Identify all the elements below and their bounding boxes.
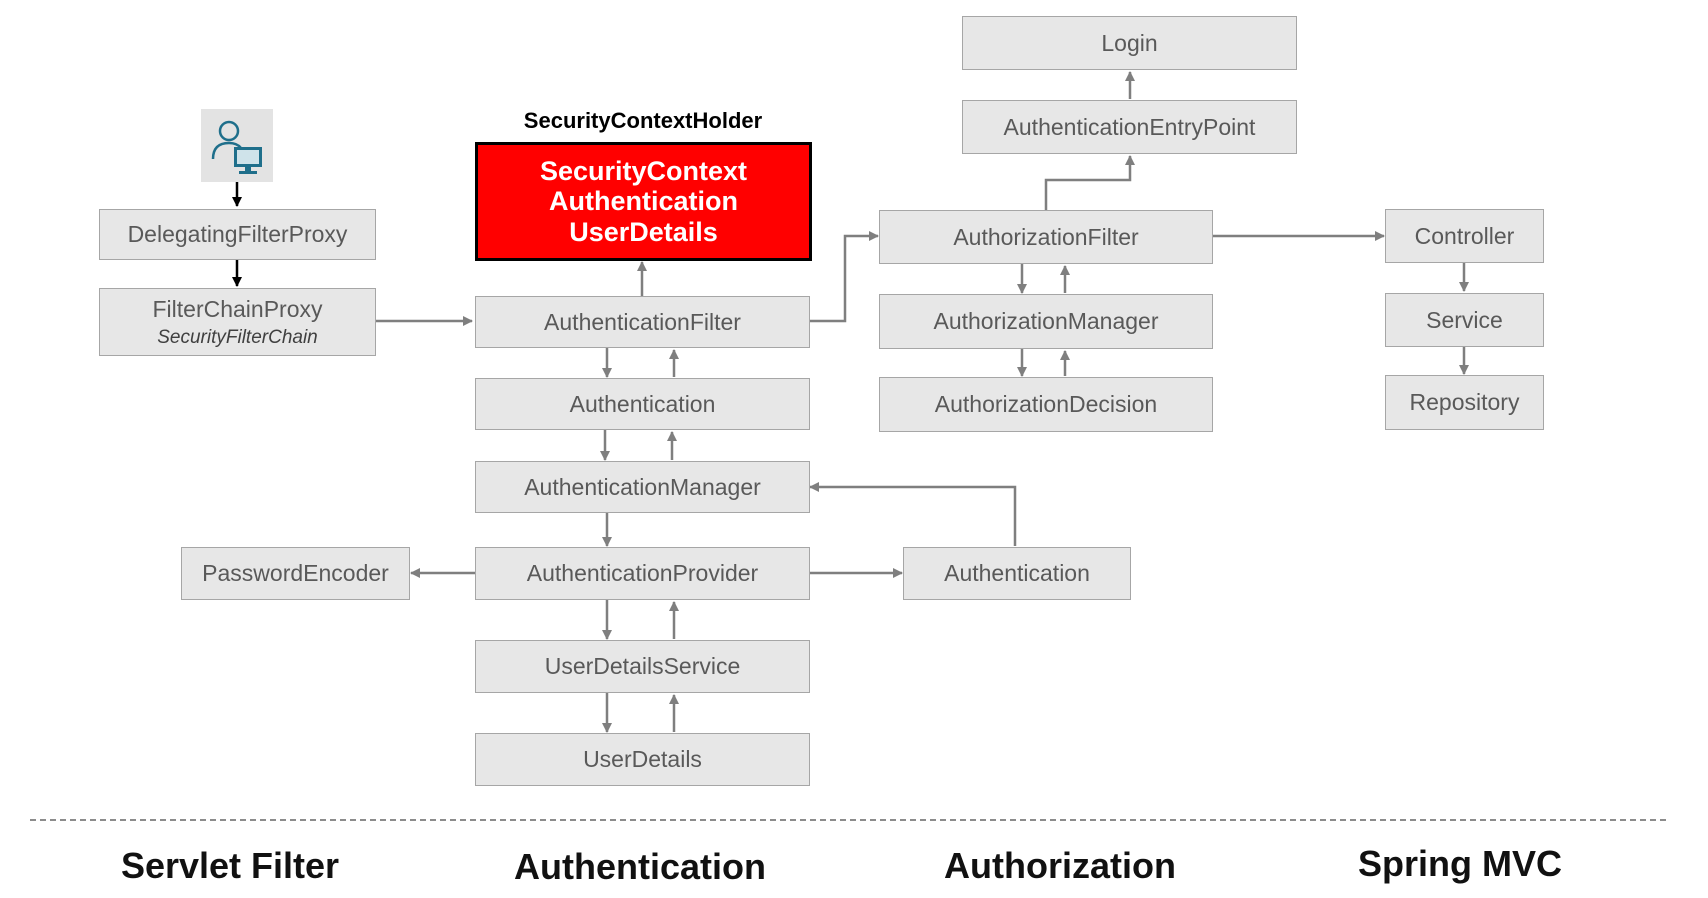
authentication-entry-point-node: AuthenticationEntryPoint <box>962 100 1297 154</box>
authorization-filter-label: AuthorizationFilter <box>953 223 1139 250</box>
arrow-authfilter-to-authzfilter <box>810 231 879 323</box>
service-label: Service <box>1426 306 1503 333</box>
service-node: Service <box>1385 293 1544 347</box>
security-context-line: SecurityContext <box>539 156 748 187</box>
user-details-node: UserDetails <box>475 733 810 786</box>
authentication-result-node: Authentication <box>903 547 1131 600</box>
authorization-manager-node: AuthorizationManager <box>879 294 1213 349</box>
repository-label: Repository <box>1409 389 1520 415</box>
user-details-service-label: UserDetailsService <box>544 653 741 679</box>
authentication-node: Authentication <box>475 378 810 430</box>
authentication-label: Authentication <box>569 390 716 417</box>
password-encoder-label: PasswordEncoder <box>202 560 389 586</box>
authentication-filter-node: AuthenticationFilter <box>475 296 810 348</box>
arrow-authzfilter-to-entrypoint <box>1044 155 1135 210</box>
authorization-decision-label: AuthorizationDecision <box>934 391 1158 417</box>
security-context-userdetails-line: UserDetails <box>569 216 718 247</box>
authentication-manager-node: AuthenticationManager <box>475 461 810 513</box>
section-servlet-filter: Servlet Filter <box>120 845 340 886</box>
controller-node: Controller <box>1385 209 1544 263</box>
authentication-provider-label: AuthenticationProvider <box>526 560 759 586</box>
authentication-provider-node: AuthenticationProvider <box>475 547 810 600</box>
authentication-manager-label: AuthenticationManager <box>524 473 761 500</box>
filter-chain-proxy-label: FilterChainProxy <box>152 295 323 322</box>
delegating-filter-proxy-label: DelegatingFilterProxy <box>127 221 348 247</box>
security-context-holder-label: SecurityContextHolder <box>523 108 763 133</box>
delegating-filter-proxy-node: DelegatingFilterProxy <box>99 209 376 260</box>
section-authorization: Authorization <box>944 845 1176 886</box>
security-context-node: SecurityContext Authentication UserDetai… <box>475 142 812 261</box>
authentication-filter-label: AuthenticationFilter <box>544 308 741 335</box>
filter-chain-proxy-node: FilterChainProxy SecurityFilterChain <box>99 288 376 356</box>
controller-label: Controller <box>1414 222 1515 249</box>
password-encoder-node: PasswordEncoder <box>181 547 410 600</box>
section-authentication: Authentication <box>514 846 766 887</box>
user-computer-icon <box>201 109 273 182</box>
section-spring-mvc: Spring MVC <box>1358 843 1562 884</box>
user-details-service-node: UserDetailsService <box>475 640 810 693</box>
authentication-result-label: Authentication <box>944 560 1090 586</box>
authentication-entry-point-label: AuthenticationEntryPoint <box>1003 113 1256 140</box>
login-node: Login <box>962 16 1297 70</box>
authorization-decision-node: AuthorizationDecision <box>879 377 1213 432</box>
repository-node: Repository <box>1385 375 1544 430</box>
user-details-label: UserDetails <box>583 746 702 772</box>
arrow-result-to-manager <box>809 482 1017 546</box>
security-filter-chain-label: SecurityFilterChain <box>157 326 318 348</box>
authorization-manager-label: AuthorizationManager <box>933 308 1159 334</box>
authorization-filter-node: AuthorizationFilter <box>879 210 1213 264</box>
security-context-authentication-line: Authentication <box>549 186 738 217</box>
login-label: Login <box>1101 29 1158 56</box>
